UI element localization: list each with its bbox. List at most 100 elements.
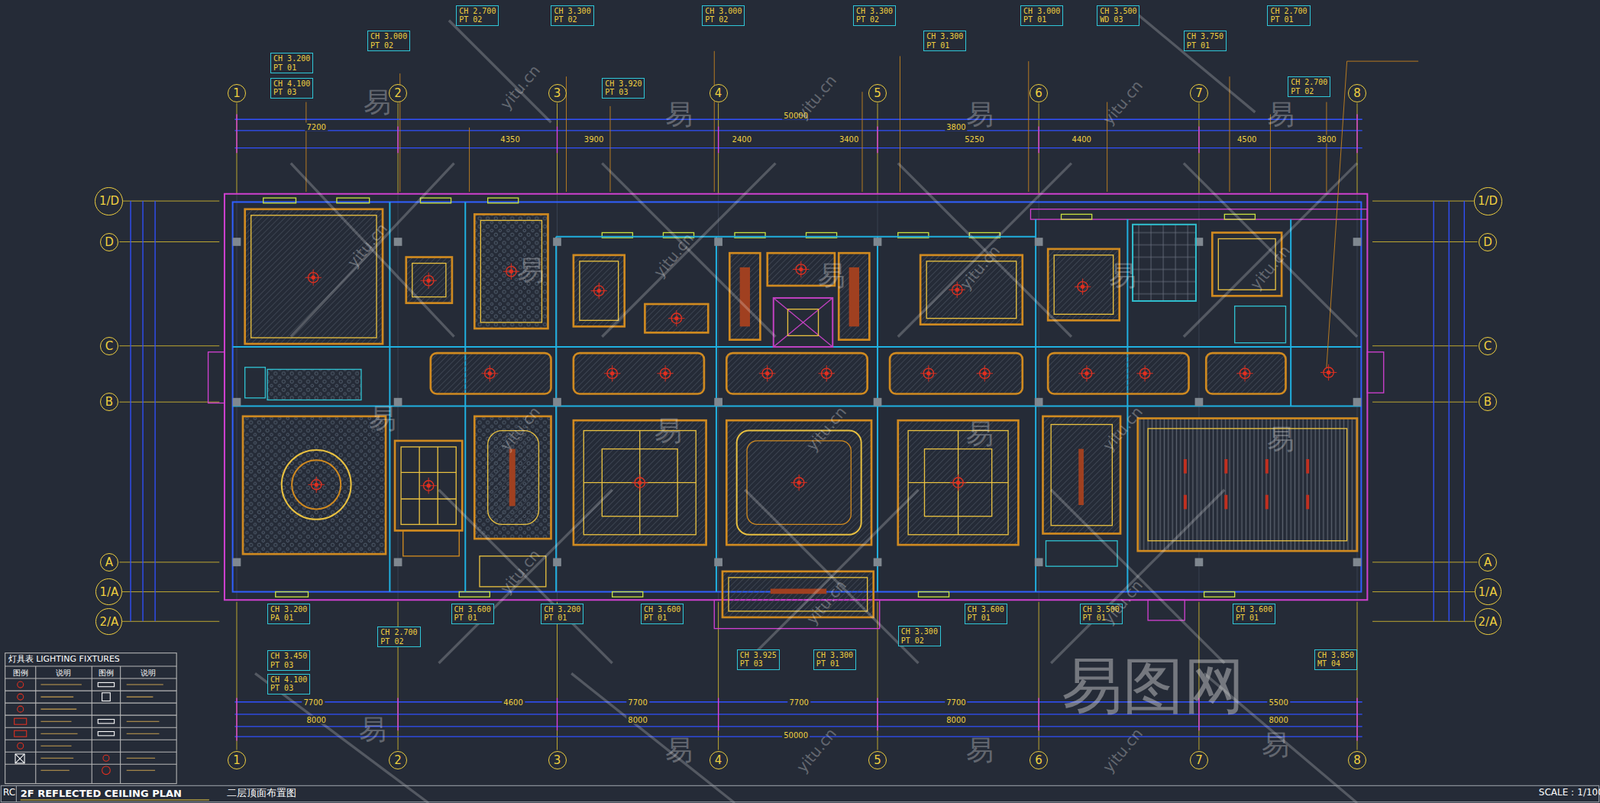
ceiling-tag: CH 3.300PT 01 (813, 649, 857, 670)
tag-text: CH 2.700 (458, 6, 496, 17)
grid-number: 4 (714, 86, 723, 101)
tag-text: PT 03 (273, 87, 311, 97)
leader-lines (306, 51, 1419, 368)
grid-number: 4 (714, 753, 723, 767)
grid-number: 1 (232, 86, 241, 101)
watermark: yitu.cn (803, 576, 851, 628)
legend-heading: 图例 (98, 668, 114, 677)
ceiling-tag: CH 4.100PT 03 (270, 77, 314, 99)
grid-bubble: 8 (1347, 750, 1367, 770)
tag-text: CH 2.700 (1290, 77, 1328, 88)
grid-number: B (1483, 394, 1492, 409)
dimension-text: 50000 (782, 730, 810, 739)
tag-text: PT 01 (1186, 41, 1224, 51)
dimension-text: 3800 (944, 122, 967, 131)
grid-bubble: 3 (548, 750, 567, 770)
dimension-text: 7700 (301, 698, 324, 707)
grid-number: 3 (553, 753, 562, 767)
grid-number: 2/A (1478, 614, 1498, 629)
grid-number: 7 (1195, 86, 1203, 101)
watermark: 易 (363, 87, 392, 118)
grid-bubble: 2 (388, 84, 408, 103)
tag-text: CH 3.850 (1317, 650, 1355, 660)
dimension-text: 3800 (1315, 134, 1338, 143)
dimension-text: 8000 (1267, 714, 1290, 724)
grid-bubble: 4 (709, 750, 728, 770)
grid-number: 7 (1195, 753, 1203, 767)
grid-bubble: 1/A (1474, 578, 1502, 605)
grid-bubble: B (100, 392, 119, 411)
dimension-text: 3900 (582, 134, 605, 143)
grid-number: 6 (1034, 86, 1043, 101)
tag-text: PT 01 (543, 613, 581, 623)
ceiling-tag: CH 3.500PT 01 (1079, 603, 1123, 624)
tag-text: PT 03 (740, 659, 777, 669)
dimension-text: 7700 (787, 698, 810, 707)
grid-bubble: D (1478, 232, 1497, 252)
ceiling-tag: CH 3.000PT 02 (367, 30, 411, 52)
grid-number: 2/A (100, 614, 120, 629)
title-text: 二层顶面布置图 (226, 787, 297, 799)
ceiling-tag: CH 3.920PT 03 (601, 77, 645, 99)
grid-number: 1 (232, 753, 241, 767)
dimension-text: 4400 (1070, 134, 1093, 143)
watermark: yitu.cn (1098, 724, 1146, 776)
ceiling-tag: CH 3.300PT 01 (923, 30, 967, 52)
tag-text: CH 3.000 (370, 32, 408, 42)
watermark: yitu.cn (497, 403, 544, 454)
legend-heading: 说明 (140, 668, 156, 677)
watermark: yitu.cn (497, 61, 544, 112)
ceiling-tag: CH 2.700PT 02 (1287, 76, 1331, 97)
title-text: RC (3, 788, 16, 799)
grid-bubble: 7 (1189, 84, 1209, 103)
tag-text: CH 3.300 (901, 627, 938, 637)
tag-text: CH 3.925 (740, 650, 777, 660)
tag-text: PT 01 (1235, 613, 1273, 623)
ceiling-tag: CH 3.925PT 03 (736, 649, 780, 670)
watermark: yitu.cn (650, 229, 698, 281)
grid-bubble: A (1478, 552, 1497, 572)
ceiling-tag: CH 3.000PT 02 (701, 5, 745, 26)
tag-text: PT 01 (454, 613, 492, 623)
tag-text: PT 01 (816, 659, 854, 669)
tag-text: CH 3.200 (270, 604, 308, 615)
tag-text: CH 3.300 (816, 650, 854, 660)
ceiling-tag: CH 3.500WD 03 (1096, 5, 1140, 26)
watermark: yitu.cn (1247, 242, 1294, 293)
tag-text: CH 3.200 (543, 604, 581, 615)
dimension-text: 7700 (626, 698, 649, 707)
dimension-text: 8000 (944, 714, 967, 724)
grid-number: 1/D (1477, 193, 1498, 208)
title-text: SCALE：1/100 (1538, 788, 1600, 799)
ceiling-tag: CH 3.850MT 04 (1314, 649, 1358, 670)
grid-number: A (1483, 555, 1492, 569)
tag-text: PT 01 (926, 41, 964, 51)
ceiling-tag: CH 3.300PT 02 (898, 625, 941, 647)
building-walls (208, 193, 1384, 629)
grid-number: 1/A (1478, 585, 1498, 599)
watermark: 易 (817, 260, 846, 291)
ceiling-tag: CH 3.200PT 01 (540, 603, 584, 624)
tag-text: CH 3.750 (1186, 32, 1224, 42)
watermark: 易 (665, 99, 693, 130)
grid-number: C (1483, 339, 1492, 353)
ceiling-tag: CH 3.600PT 01 (964, 603, 1008, 624)
tag-text: PT 03 (270, 660, 308, 670)
ceiling-tag: CH 3.450PT 03 (267, 649, 311, 671)
watermark: yitu.cn (956, 242, 1003, 293)
grid-bubble: 7 (1189, 750, 1209, 770)
ceiling-tag: CH 3.600PT 01 (1232, 603, 1276, 624)
watermark: 易 (966, 418, 994, 450)
axis-lines (119, 103, 1478, 750)
tag-text: PT 02 (458, 15, 496, 25)
title-bar (0, 785, 1599, 802)
watermark: 易 (517, 255, 545, 286)
tag-text: CH 3.300 (856, 6, 893, 17)
grid-bubble: 4 (709, 84, 728, 103)
grid-bubble: C (100, 336, 119, 356)
grid-bubble: 5 (868, 750, 887, 770)
dimension-text: 8000 (626, 714, 649, 724)
tag-text: PT 01 (643, 613, 681, 623)
